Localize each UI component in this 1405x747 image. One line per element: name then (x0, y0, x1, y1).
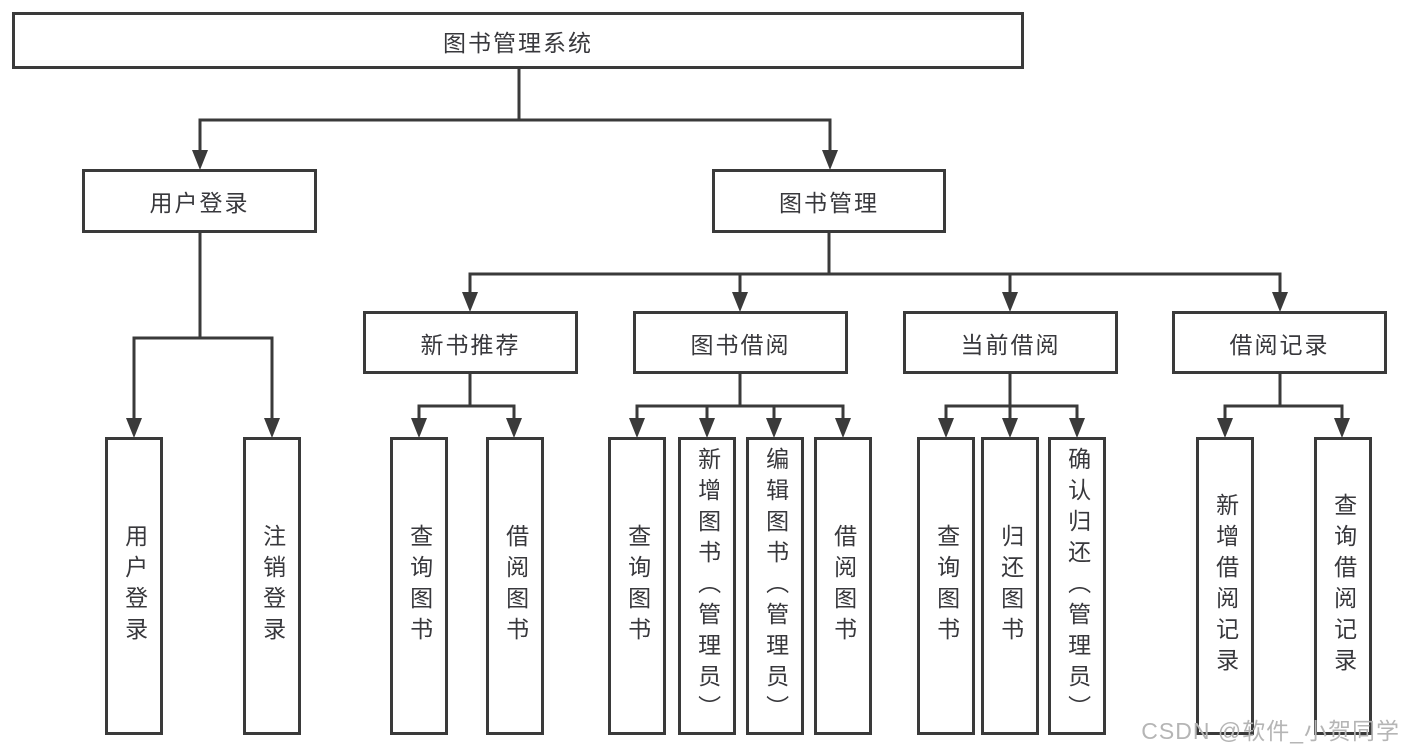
leaf-return-books: 归还图书 (981, 437, 1039, 735)
node-current-borrowing: 当前借阅 (903, 311, 1118, 374)
leaf-borrowing-query-books-label: 查询图书 (624, 524, 651, 648)
leaf-confirm-return-admin-label: 确认归还（管理员） (1064, 446, 1091, 726)
leaf-logout-login-label: 注销登录 (259, 524, 286, 648)
leaf-query-borrow-record: 查询借阅记录 (1314, 437, 1372, 735)
leaf-add-borrow-record-label: 新增借阅记录 (1212, 493, 1239, 679)
node-user-login: 用户登录 (82, 169, 317, 233)
csdn-watermark: CSDN @软件_小贺同学 (1141, 718, 1400, 744)
node-book-management: 图书管理 (712, 169, 946, 233)
node-user-login-label: 用户登录 (149, 190, 250, 216)
leaf-edit-book-admin-label: 编辑图书（管理员） (762, 446, 789, 726)
node-root: 图书管理系统 (12, 12, 1024, 69)
leaf-query-borrow-record-label: 查询借阅记录 (1330, 493, 1357, 679)
leaf-add-borrow-record: 新增借阅记录 (1196, 437, 1254, 735)
leaf-add-book-admin: 新增图书（管理员） (678, 437, 736, 735)
leaf-borrowing-query-books: 查询图书 (608, 437, 666, 735)
leaf-user-login-label: 用户登录 (121, 524, 148, 648)
node-root-label: 图书管理系统 (443, 29, 593, 56)
node-book-borrowing: 图书借阅 (633, 311, 848, 374)
node-book-borrowing-label: 图书借阅 (690, 331, 791, 358)
node-borrowing-records-label: 借阅记录 (1229, 331, 1330, 358)
node-borrowing-records: 借阅记录 (1172, 311, 1387, 374)
leaf-recommend-query-books-label: 查询图书 (406, 524, 433, 648)
leaf-recommend-borrow-books-label: 借阅图书 (502, 524, 529, 648)
leaf-confirm-return-admin: 确认归还（管理员） (1048, 437, 1106, 735)
node-current-borrowing-label: 当前借阅 (960, 331, 1061, 358)
leaf-current-query-books-label: 查询图书 (933, 524, 960, 648)
leaf-return-books-label: 归还图书 (997, 524, 1024, 648)
leaf-recommend-query-books: 查询图书 (390, 437, 448, 735)
leaf-current-query-books: 查询图书 (917, 437, 975, 735)
node-new-book-recommendation: 新书推荐 (363, 311, 578, 374)
leaf-user-login: 用户登录 (105, 437, 163, 735)
leaf-borrowing-borrow-books-label: 借阅图书 (830, 524, 857, 648)
leaf-logout-login: 注销登录 (243, 437, 301, 735)
leaf-add-book-admin-label: 新增图书（管理员） (694, 446, 721, 726)
node-book-management-label: 图书管理 (779, 190, 879, 216)
leaf-recommend-borrow-books: 借阅图书 (486, 437, 544, 735)
node-new-book-recommendation-label: 新书推荐 (420, 331, 521, 358)
leaf-borrowing-borrow-books: 借阅图书 (814, 437, 872, 735)
leaf-edit-book-admin: 编辑图书（管理员） (746, 437, 804, 735)
